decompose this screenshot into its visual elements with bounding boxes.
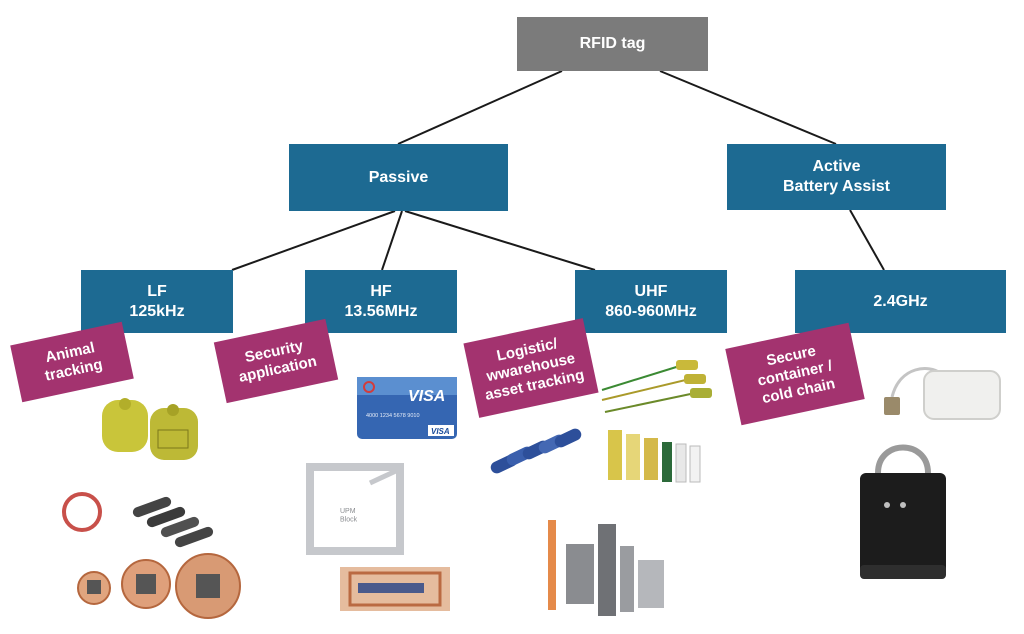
active-sensor-tag-icon <box>884 367 1001 420</box>
edge-root-passive <box>397 70 563 145</box>
node-hf: HF 13.56MHz <box>305 270 457 333</box>
edge-passive-uhf <box>404 210 596 271</box>
edge-root-active <box>659 70 837 145</box>
animal-ear-tag-icon <box>102 398 198 460</box>
uhf-products <box>490 360 712 616</box>
node-2-4ghz: 2.4GHz <box>795 270 1006 333</box>
metal-mount-tag-icon <box>608 430 701 483</box>
coil-tag-icon <box>77 553 241 619</box>
glass-tag-icon <box>62 492 214 548</box>
visa-number-text: 4000 1234 5678 9010 <box>366 413 420 419</box>
active-products <box>860 367 1001 579</box>
node-lf: LF 125kHz <box>81 270 233 333</box>
seal-tag-icon <box>601 360 712 413</box>
hf-sticker-icon <box>340 567 450 611</box>
blue-hard-tag-icon <box>490 428 582 474</box>
edge-passive-lf <box>231 210 396 271</box>
node-passive: Passive <box>289 144 508 211</box>
node-uhf: UHF 860-960MHz <box>575 270 727 333</box>
visa-card-icon: VISA 4000 1234 5678 9010 VISA <box>357 377 457 439</box>
node-rfid-tag: RFID tag <box>517 17 708 71</box>
padlock-icon <box>860 444 946 579</box>
visa-small-text: VISA <box>431 427 450 436</box>
node-active-battery-assist: Active Battery Assist <box>727 144 946 210</box>
visa-brand-text: VISA <box>408 388 445 405</box>
edge-active-ghz <box>849 209 885 271</box>
edge-passive-hf <box>381 210 403 271</box>
lf-products <box>62 398 241 619</box>
uhf-inlay-icon <box>548 520 664 616</box>
